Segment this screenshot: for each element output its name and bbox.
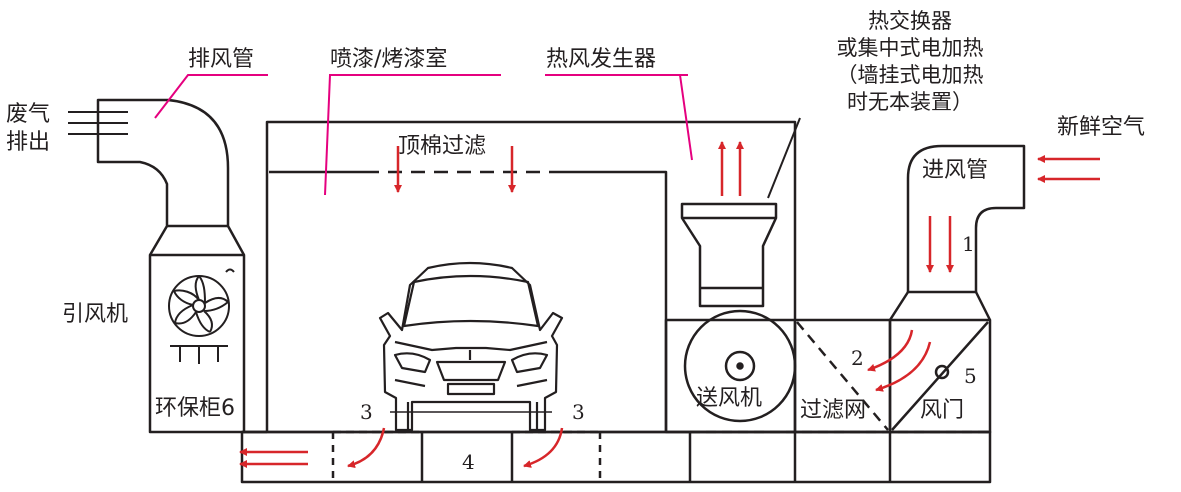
label-booth: 喷漆/烤漆室	[330, 47, 448, 72]
number-4: 4	[462, 450, 475, 474]
label-exhaust-pipe: 排风管	[188, 47, 255, 72]
booth-inner-wall-right	[560, 170, 668, 432]
label-env-cabinet: 环保柜6	[155, 396, 235, 421]
label-heater: 热风发生器	[546, 47, 657, 72]
booth-outer-wall	[265, 120, 797, 432]
number-2: 2	[851, 346, 864, 370]
label-fresh-air: 新鲜空气	[1057, 115, 1146, 140]
leader-heater	[545, 74, 693, 161]
hx-line-2: 或集中式电加热	[836, 36, 984, 60]
env-cabinet	[148, 253, 246, 434]
hx-line-4: 时无本装置）	[847, 90, 973, 114]
leader-hx	[767, 117, 801, 199]
label-filter-net: 过滤网	[800, 398, 867, 423]
number-3-left: 3	[360, 400, 373, 424]
label-damper: 风门	[920, 398, 965, 423]
hx-line-3: （墙挂式电加热	[836, 63, 984, 87]
label-waste-gas-2: 排出	[6, 130, 51, 155]
heat-generator	[680, 202, 778, 308]
label-heat-exchanger: 热交换器 或集中式电加热 （墙挂式电加热 时无本装置）	[805, 8, 1015, 116]
label-top-filter: 顶棉过滤	[398, 134, 487, 159]
hx-line-1: 热交换器	[868, 9, 952, 33]
label-waste-gas-1: 废气	[6, 102, 51, 127]
filter-screen	[796, 321, 889, 431]
label-induced-fan: 引风机	[62, 302, 129, 327]
leader-exhaust	[154, 74, 268, 119]
label-intake-pipe: 进风管	[922, 158, 989, 183]
number-1: 1	[962, 232, 975, 256]
induced-fan-icon	[168, 268, 235, 364]
intake-duct	[906, 144, 1026, 294]
leader-booth	[324, 74, 501, 196]
car-icon	[378, 261, 564, 432]
number-3-right: 3	[572, 400, 585, 424]
damper-box	[888, 318, 992, 434]
label-supply-fan: 送风机	[696, 386, 763, 411]
floor-pit	[240, 430, 992, 484]
number-5: 5	[964, 364, 977, 388]
